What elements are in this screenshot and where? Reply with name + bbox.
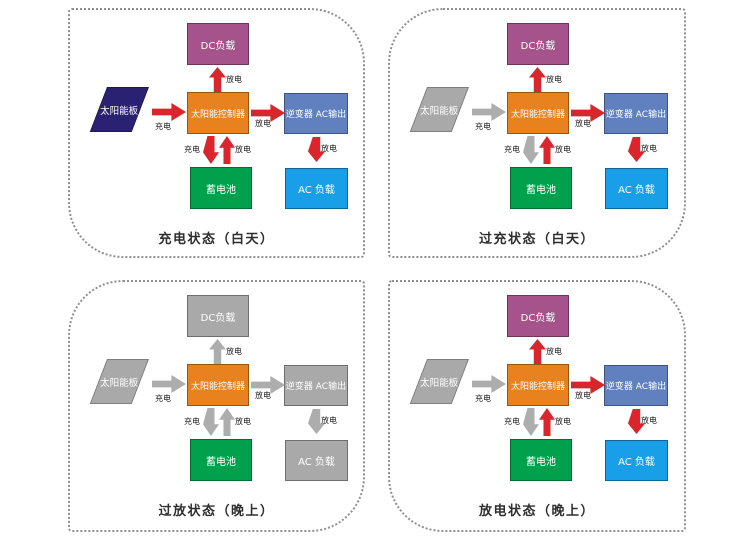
- ac-load-box: AC 负载: [285, 168, 348, 209]
- dc-load-box: DC负载: [187, 23, 249, 65]
- arrow-panel-to-controller: [472, 375, 506, 393]
- arrow-panel-to-controller: [472, 103, 506, 121]
- arrow-controller-to-battery: [523, 136, 539, 164]
- arrow-battery-to-controller: [219, 136, 235, 164]
- state-panel-overcharge-day: 太阳能板 DC负载 太阳能控制器 逆变器 AC输出 蓄电池 AC 负载 充电 放…: [388, 8, 686, 258]
- arrow-battery-to-controller: [539, 408, 555, 436]
- dc-load-box: DC负载: [507, 295, 569, 337]
- arrow-controller-to-dc-load: [209, 339, 226, 364]
- arrow-label-charge: 充电: [155, 394, 171, 403]
- arrow-label-charge: 充电: [475, 394, 491, 403]
- arrow-controller-to-battery: [203, 408, 219, 436]
- arrow-label-discharge: 放电: [555, 417, 571, 426]
- arrow-label-charge: 充电: [184, 417, 200, 426]
- dc-load-box: DC负载: [507, 23, 569, 65]
- arrow-label-charge: 充电: [475, 122, 491, 131]
- quadrant-title: 充电状态（白天）: [158, 232, 275, 247]
- arrow-controller-to-battery: [203, 136, 219, 164]
- arrow-label-discharge: 放电: [546, 347, 562, 356]
- ac-load-box: AC 负载: [605, 440, 668, 481]
- solar-panel-label: 太阳能板: [100, 377, 139, 389]
- state-panel-discharge-night: 太阳能板 DC负载 太阳能控制器 逆变器 AC输出 蓄电池 AC 负载 充电 放…: [388, 280, 686, 532]
- solar-panel-shape: 太阳能板: [409, 87, 469, 132]
- arrow-label-discharge: 放电: [235, 145, 251, 154]
- arrow-label-charge: 充电: [504, 417, 520, 426]
- solar-panel-label: 太阳能板: [420, 377, 459, 389]
- arrow-controller-to-dc-load: [529, 339, 546, 364]
- arrow-battery-to-controller: [539, 136, 555, 164]
- arrow-controller-to-battery: [523, 408, 539, 436]
- arrow-label-discharge: 放电: [575, 391, 591, 400]
- ac-load-box: AC 负载: [285, 440, 348, 481]
- solar-panel-label: 太阳能板: [100, 105, 139, 117]
- inverter-box: 逆变器 AC输出: [284, 93, 348, 134]
- controller-box: 太阳能控制器: [507, 92, 569, 134]
- inverter-box: 逆变器 AC输出: [604, 93, 668, 134]
- arrow-label-discharge: 放电: [235, 417, 251, 426]
- quadrant-title: 过充状态（白天）: [478, 232, 595, 247]
- battery-box: 蓄电池: [510, 439, 572, 481]
- solar-panel-label: 太阳能板: [420, 105, 459, 117]
- state-panel-overdischarge-night: 太阳能板 DC负载 太阳能控制器 逆变器 AC输出 蓄电池 AC 负载 充电 放…: [68, 280, 365, 532]
- arrow-label-discharge: 放电: [255, 391, 271, 400]
- arrow-label-discharge: 放电: [321, 144, 337, 153]
- inverter-box: 逆变器 AC输出: [604, 365, 668, 406]
- arrow-panel-to-controller: [152, 375, 186, 393]
- arrow-controller-to-dc-load: [209, 67, 226, 92]
- inverter-box: 逆变器 AC输出: [284, 365, 348, 406]
- arrow-label-charge: 充电: [504, 145, 520, 154]
- controller-box: 太阳能控制器: [507, 364, 569, 406]
- battery-box: 蓄电池: [190, 167, 252, 209]
- quadrant-title: 过放状态（晚上）: [158, 504, 275, 519]
- arrow-label-charge: 充电: [184, 145, 200, 154]
- arrow-label-discharge: 放电: [575, 119, 591, 128]
- dc-load-box: DC负载: [187, 295, 249, 337]
- arrow-panel-to-controller: [152, 103, 186, 121]
- battery-box: 蓄电池: [190, 439, 252, 481]
- arrow-controller-to-dc-load: [529, 67, 546, 92]
- arrow-label-charge: 充电: [155, 122, 171, 131]
- controller-box: 太阳能控制器: [187, 364, 249, 406]
- solar-panel-shape: 太阳能板: [409, 359, 469, 404]
- arrow-label-discharge: 放电: [546, 75, 562, 84]
- arrow-label-discharge: 放电: [555, 145, 571, 154]
- arrow-label-discharge: 放电: [641, 144, 657, 153]
- state-panel-charging-day: 太阳能板 DC负载 太阳能控制器 逆变器 AC输出 蓄电池 AC 负载 充电 放…: [68, 8, 365, 258]
- solar-panel-shape: 太阳能板: [89, 359, 149, 404]
- arrow-label-discharge: 放电: [641, 416, 657, 425]
- battery-box: 蓄电池: [510, 167, 572, 209]
- solar-panel-shape: 太阳能板: [89, 87, 149, 132]
- arrow-label-discharge: 放电: [321, 416, 337, 425]
- ac-load-box: AC 负载: [605, 168, 668, 209]
- arrow-label-discharge: 放电: [255, 119, 271, 128]
- arrow-label-discharge: 放电: [226, 347, 242, 356]
- arrow-label-discharge: 放电: [226, 75, 242, 84]
- quadrant-title: 放电状态（晚上）: [478, 504, 595, 519]
- controller-box: 太阳能控制器: [187, 92, 249, 134]
- arrow-battery-to-controller: [219, 408, 235, 436]
